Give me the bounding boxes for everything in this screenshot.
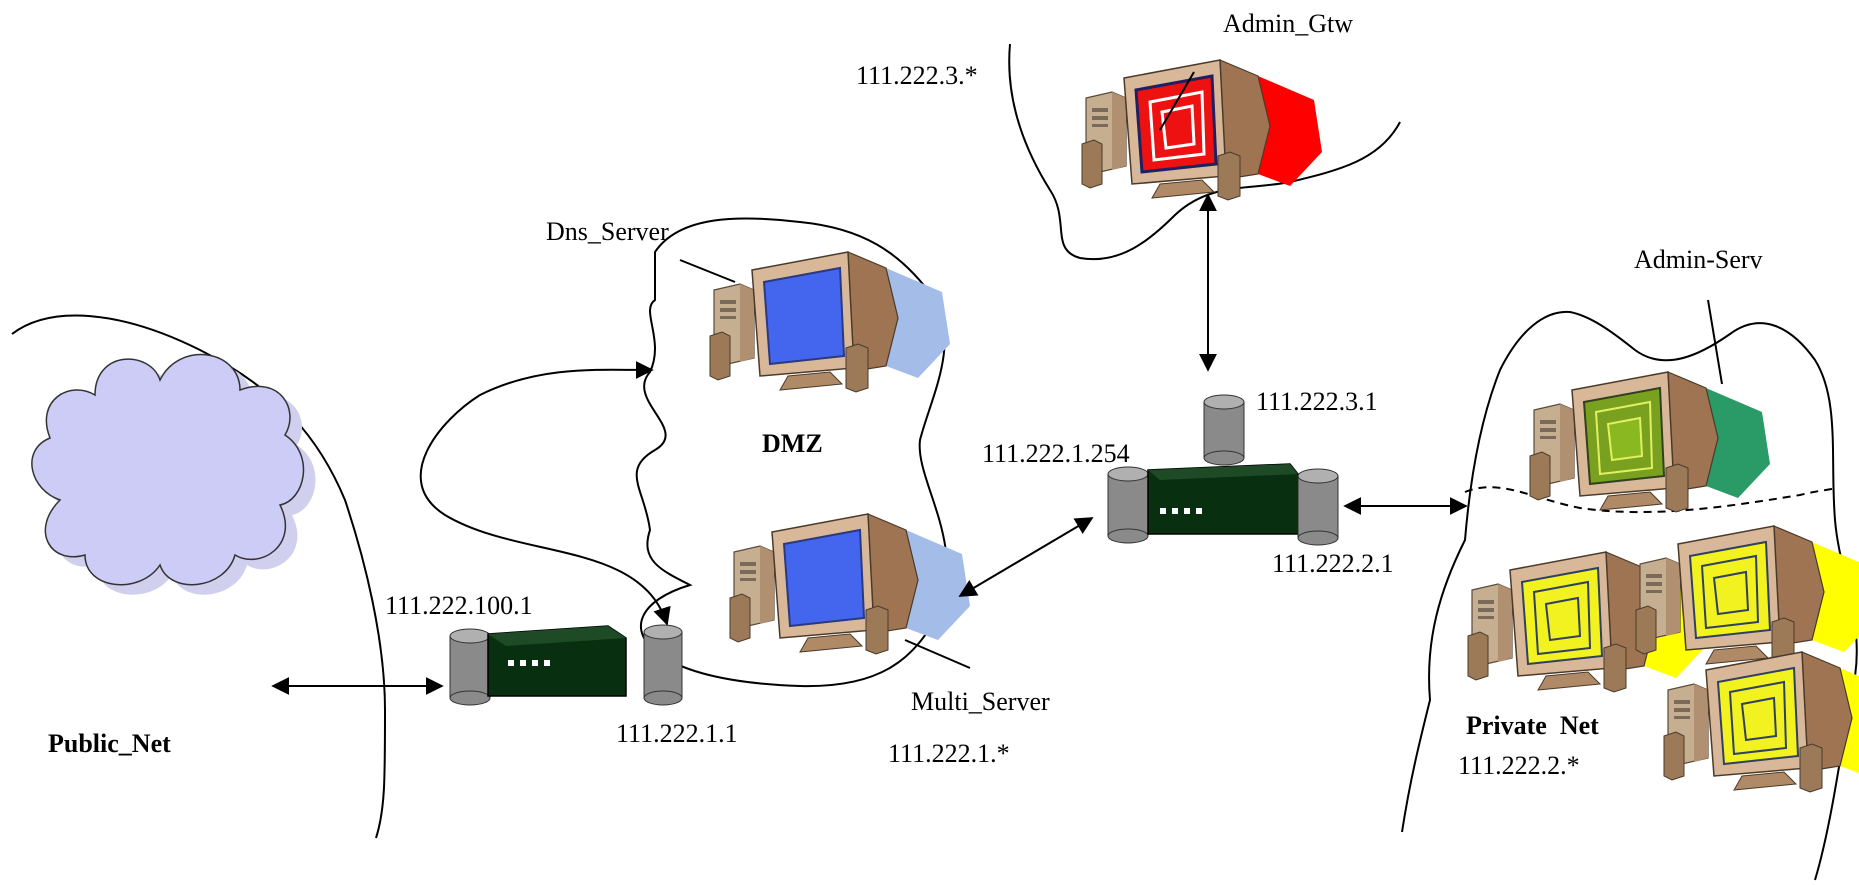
admin-serv-label: Admin-Serv: [1634, 245, 1763, 274]
admin-serv-boundary: [1464, 486, 1836, 514]
admin-gtw-label: Admin_Gtw: [1223, 9, 1353, 38]
router2-private-ip: 111.222.2.1: [1272, 549, 1394, 578]
computer-workstation-icon: [1635, 525, 1859, 667]
dns-server-pointer: [679, 259, 736, 283]
admin-net-boundary: [1008, 43, 1401, 261]
link-dmz-router2: [958, 517, 1094, 597]
router1-public-ip: 111.222.100.1: [385, 591, 533, 620]
admin-gtw-pointer: [1159, 71, 1195, 131]
internet-cloud-icon: [31, 353, 316, 595]
computer-workstation-icon: [1081, 59, 1322, 201]
public-net-label: Public_Net: [48, 729, 171, 758]
multi-server-pointer: [904, 639, 971, 669]
router1-dmz-ip: 111.222.1.1: [616, 719, 738, 748]
computer-workstation-icon: [709, 251, 950, 393]
router2-admin-ip: 111.222.3.1: [1256, 387, 1378, 416]
dmz-subnet-ip: 111.222.1.*: [888, 739, 1010, 768]
private-subnet-ip: 111.222.2.*: [1458, 751, 1580, 780]
link-router1-dmz: [419, 360, 671, 626]
public-net-boundary: [11, 314, 387, 839]
router-icon: [1107, 394, 1339, 546]
dmz-label: DMZ: [762, 429, 823, 458]
admin-serv-pointer: [1707, 299, 1723, 385]
multi-server-label: Multi_Server: [911, 687, 1050, 716]
router-icon: [449, 624, 683, 706]
computer-workstation-icon: [729, 513, 970, 655]
computer-workstation-icon: [1529, 371, 1770, 513]
computer-workstation-icon: [1663, 651, 1859, 793]
dns-server-label: Dns_Server: [546, 217, 669, 246]
private-net-label: Private Net: [1466, 711, 1599, 740]
router2-dmz-ip: 111.222.1.254: [982, 439, 1130, 468]
admin-subnet-ip: 111.222.3.*: [856, 61, 978, 90]
